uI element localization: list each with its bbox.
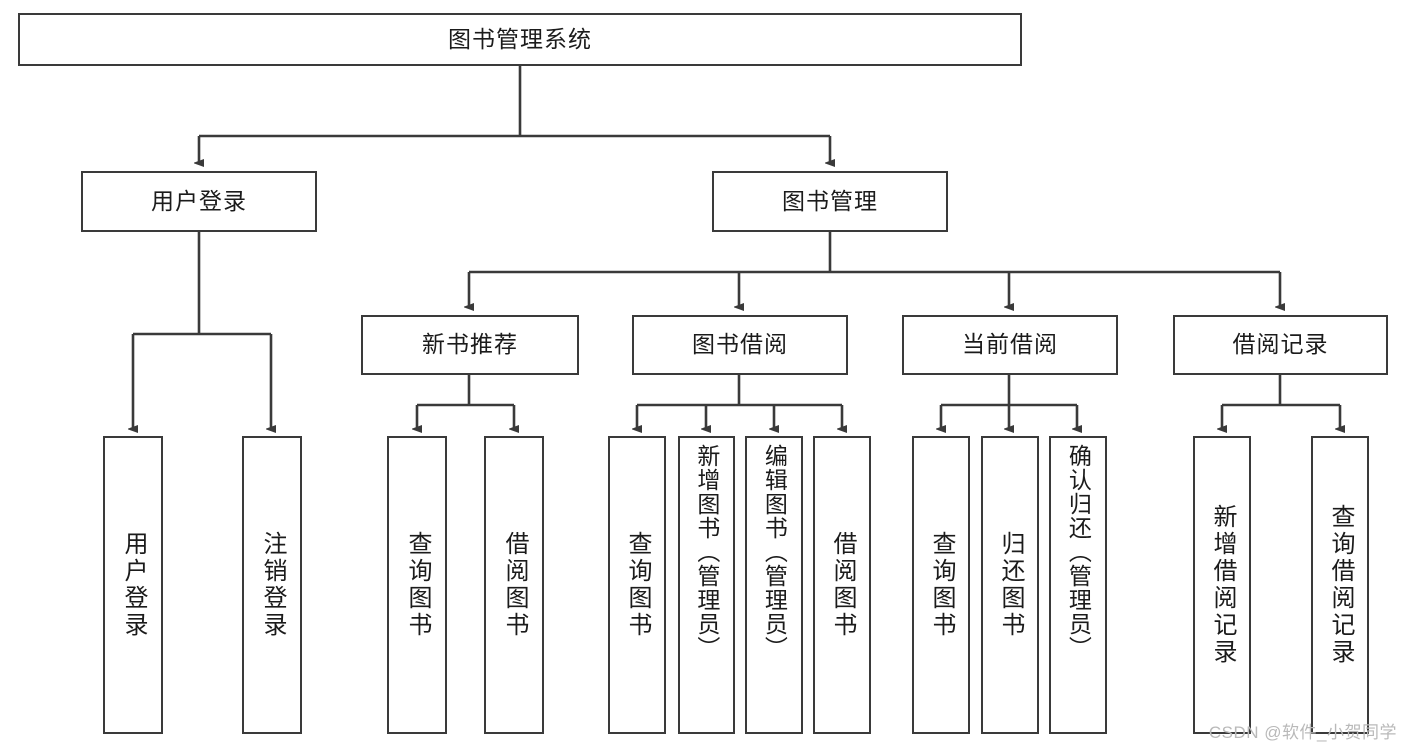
node-leaf-query-book-3[interactable]: 查询图书	[912, 436, 970, 734]
node-leaf-add-book[interactable]: 新增图书（管理员）	[678, 436, 735, 734]
node-user-login-label: 用户登录	[151, 187, 247, 214]
node-leaf-query-book-1[interactable]: 查询图书	[387, 436, 447, 734]
node-leaf-borrow-book-1[interactable]: 借阅图书	[484, 436, 544, 734]
node-leaf-query-record-label: 查询借阅记录	[1326, 504, 1354, 666]
node-current-borrow[interactable]: 当前借阅	[902, 315, 1118, 375]
node-leaf-borrow-book-1-label: 借阅图书	[500, 531, 528, 639]
node-user-login[interactable]: 用户登录	[81, 171, 317, 232]
node-leaf-confirm-return-label: 确认归还（管理员）	[1065, 444, 1092, 660]
node-leaf-logout-label: 注销登录	[258, 531, 286, 639]
node-leaf-borrow-book-2-label: 借阅图书	[828, 531, 856, 639]
node-new-book-recommend-label: 新书推荐	[422, 331, 518, 358]
node-leaf-add-record-label: 新增借阅记录	[1208, 504, 1236, 666]
node-leaf-add-record[interactable]: 新增借阅记录	[1193, 436, 1251, 734]
node-leaf-user-login[interactable]: 用户登录	[103, 436, 163, 734]
node-leaf-query-record[interactable]: 查询借阅记录	[1311, 436, 1369, 734]
node-book-manage-label: 图书管理	[782, 187, 878, 214]
node-leaf-query-book-2[interactable]: 查询图书	[608, 436, 666, 734]
node-leaf-query-book-2-label: 查询图书	[623, 531, 651, 639]
node-leaf-user-login-label: 用户登录	[119, 531, 147, 639]
node-borrow-record-label: 借阅记录	[1232, 331, 1329, 358]
node-current-borrow-label: 当前借阅	[962, 331, 1058, 358]
node-leaf-return-book[interactable]: 归还图书	[981, 436, 1039, 734]
node-root-system[interactable]: 图书管理系统	[18, 13, 1022, 66]
node-leaf-query-book-3-label: 查询图书	[927, 531, 955, 639]
node-leaf-borrow-book-2[interactable]: 借阅图书	[813, 436, 871, 734]
node-leaf-add-book-label: 新增图书（管理员）	[693, 444, 720, 660]
node-leaf-query-book-1-label: 查询图书	[403, 531, 431, 639]
node-root-system-label: 图书管理系统	[448, 25, 592, 52]
node-book-borrow[interactable]: 图书借阅	[632, 315, 848, 375]
csdn-watermark: CSDN @软件_小贺同学	[1208, 723, 1397, 742]
node-leaf-return-book-label: 归还图书	[996, 531, 1024, 639]
node-book-manage[interactable]: 图书管理	[712, 171, 948, 232]
node-leaf-edit-book-label: 编辑图书（管理员）	[761, 444, 788, 660]
node-book-borrow-label: 图书借阅	[692, 331, 788, 358]
node-leaf-edit-book[interactable]: 编辑图书（管理员）	[745, 436, 803, 734]
node-new-book-recommend[interactable]: 新书推荐	[361, 315, 579, 375]
node-borrow-record[interactable]: 借阅记录	[1173, 315, 1388, 375]
node-leaf-logout[interactable]: 注销登录	[242, 436, 302, 734]
node-leaf-confirm-return[interactable]: 确认归还（管理员）	[1049, 436, 1107, 734]
